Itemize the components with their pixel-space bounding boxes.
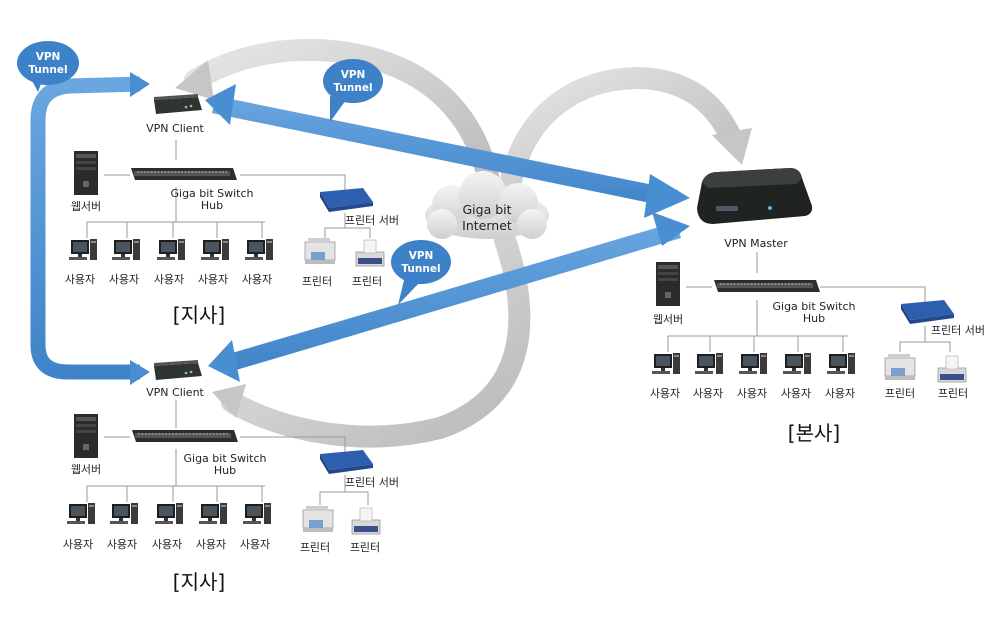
printer-icon	[355, 239, 385, 267]
internet-cloud: Giga bit Internet	[425, 171, 549, 239]
tower-server-icon	[74, 414, 98, 458]
web-server-label: 웹서버	[653, 313, 683, 326]
user-label: 사용자	[825, 387, 855, 400]
tower-server-icon	[656, 262, 680, 306]
user-label: 사용자	[109, 273, 139, 286]
desktop-pc-icon	[110, 503, 138, 524]
user-label: 사용자	[781, 387, 811, 400]
vpn-bubble-bottom: VPN Tunnel	[391, 240, 451, 305]
user-label: 사용자	[737, 387, 767, 400]
vpn-bubble-left: VPN Tunnel	[17, 41, 79, 92]
desktop-pc-icon	[112, 239, 140, 260]
printer-label: 프린터	[302, 275, 332, 288]
branch-title: [지사]	[173, 570, 225, 594]
desktop-pc-icon	[201, 239, 229, 260]
user-label: 사용자	[152, 538, 182, 551]
user-label: 사용자	[240, 538, 270, 551]
switch-label-1: Giga bit Switch	[170, 187, 253, 200]
headquarters-office: VPN Master Giga bit Switch Hub 웹서버 프린터 서…	[650, 168, 985, 445]
printer-label: 프린터	[352, 275, 382, 288]
internet-label-1: Giga bit	[462, 202, 511, 217]
user-label: 사용자	[196, 538, 226, 551]
internet-label-2: Internet	[462, 218, 512, 233]
tower-server-icon	[74, 151, 98, 195]
internet-flow-arrows	[175, 38, 752, 448]
desktop-pc-icon	[157, 239, 185, 260]
desktop-pc-icon	[739, 353, 767, 374]
desktop-pc-icon	[243, 503, 271, 524]
switch-label-2: Hub	[201, 199, 223, 212]
bubble-tunnel: Tunnel	[333, 82, 372, 94]
web-server-label: 웹서버	[71, 463, 101, 476]
user-label: 사용자	[198, 273, 228, 286]
printer-label: 프린터	[300, 541, 330, 554]
printer-label: 프린터	[938, 387, 968, 400]
headquarters-title: [본사]	[788, 421, 840, 445]
print-server-label: 프린터 서버	[345, 476, 399, 489]
vpn-router-icon	[154, 94, 202, 114]
vpn-client-label: VPN Client	[146, 386, 204, 399]
switch-hub-icon	[131, 429, 239, 443]
switch-label-2: Hub	[803, 312, 825, 325]
user-label: 사용자	[693, 387, 723, 400]
switch-label-2: Hub	[214, 464, 236, 477]
bubble-vpn: VPN	[36, 51, 61, 63]
vpn-bubble-top: VPN Tunnel	[323, 59, 383, 122]
bubble-vpn: VPN	[341, 69, 366, 81]
switch-hub-icon	[713, 279, 821, 293]
desktop-pc-icon	[67, 503, 95, 524]
printer-icon	[351, 507, 381, 535]
cloud-icon	[425, 171, 549, 239]
print-server-icon	[901, 300, 954, 324]
desktop-pc-icon	[69, 239, 97, 260]
bubble-tunnel: Tunnel	[28, 64, 67, 76]
printer-label: 프린터	[885, 387, 915, 400]
switch-label-1: Giga bit Switch	[772, 300, 855, 313]
print-server-label: 프린터 서버	[345, 214, 399, 227]
desktop-pc-icon	[155, 503, 183, 524]
desktop-pc-icon	[695, 353, 723, 374]
vpn-tunnel-arrows	[30, 72, 690, 385]
bubble-vpn: VPN	[409, 250, 434, 262]
user-label: 사용자	[650, 387, 680, 400]
print-server-icon	[320, 188, 373, 212]
desktop-pc-icon	[245, 239, 273, 260]
bubble-tunnel: Tunnel	[401, 263, 440, 275]
user-label: 사용자	[154, 273, 184, 286]
web-server-label: 웹서버	[71, 200, 101, 213]
vpn-client-label: VPN Client	[146, 122, 204, 135]
user-label: 사용자	[242, 273, 272, 286]
vpn-router-icon	[697, 168, 813, 224]
desktop-pc-icon	[652, 353, 680, 374]
vpn-router-icon	[154, 360, 202, 380]
print-server-icon	[320, 450, 373, 474]
printer-icon	[304, 237, 336, 265]
switch-label-1: Giga bit Switch	[183, 452, 266, 465]
printer-label: 프린터	[350, 541, 380, 554]
switch-hub-icon	[130, 167, 238, 181]
vpn-master-label: VPN Master	[724, 237, 788, 250]
print-server-label: 프린터 서버	[931, 324, 985, 337]
printer-icon	[302, 505, 334, 533]
desktop-pc-icon	[783, 353, 811, 374]
branch-office-2: VPN Client Giga bit Switch Hub 웹서버 프린터 서…	[63, 360, 399, 594]
printer-icon	[937, 355, 967, 383]
branch-title: [지사]	[173, 303, 225, 327]
printer-icon	[884, 353, 916, 381]
branch-office-1: VPN Client Giga bit Switch Hub 웹서버 프린터 서…	[65, 94, 399, 327]
user-label: 사용자	[63, 538, 93, 551]
user-label: 사용자	[107, 538, 137, 551]
desktop-pc-icon	[199, 503, 227, 524]
user-label: 사용자	[65, 273, 95, 286]
desktop-pc-icon	[827, 353, 855, 374]
